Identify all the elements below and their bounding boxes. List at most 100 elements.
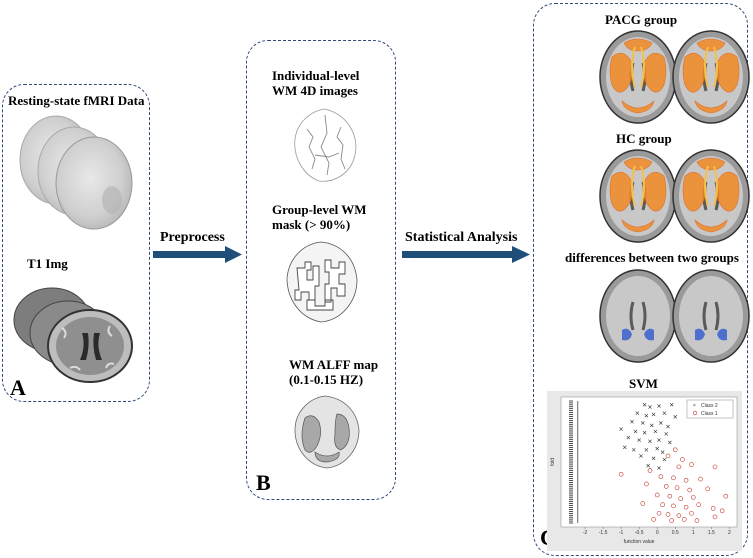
alff-map-title: WM ALFF map (0.1-0.15 HZ) [289,357,379,387]
svm-y-label: fold [550,458,556,466]
svm-point-class-2 [657,438,661,442]
svm-point-class-1 [665,453,671,459]
individual-wm-title: Individual-level WM 4D images [272,68,360,98]
svm-point-class-2 [648,405,652,409]
svm-point-class-2 [662,411,667,416]
svm-point-class-1 [644,481,649,487]
svm-point-class-2 [649,423,654,428]
svm-point-class-2 [648,439,652,444]
pacg-brain-right [672,30,750,124]
fmri-slices-image [19,115,133,230]
statistical-analysis-label: Statistical Analysis [405,230,518,245]
svg-text:×: × [693,403,696,409]
svm-point-class-2 [653,429,658,434]
svm-point-class-1 [681,517,687,522]
svm-point-class-1 [663,484,669,489]
pacg-group-title: PACG group [605,12,678,27]
svm-point-class-1 [696,502,702,507]
svm-point-class-1 [667,493,673,499]
panel-c [533,3,748,556]
svm-point-class-1 [656,510,662,516]
panel-b [246,40,396,500]
svm-point-class-1 [658,474,664,479]
svm-point-class-1 [705,486,711,492]
svm-point-class-1 [660,502,665,507]
diff-brain-right [672,269,750,363]
panel-a [2,84,150,402]
svm-x-tick: -0.5 [635,530,644,536]
svm-point-class-1 [694,518,700,523]
svm-point-class-1 [691,495,696,500]
differences-title: differences between two groups [565,250,739,265]
preprocess-arrow [153,246,242,263]
fmri-title: Resting-state fMRI Data [8,93,145,108]
svm-point-class-2 [651,412,656,417]
svm-x-tick: -2 [583,530,588,536]
individual-wm-image [294,108,357,182]
svm-point-class-2 [666,424,670,429]
legend-class-1: Class 1 [701,411,718,417]
svm-point-class-2 [657,404,661,408]
svm-point-class-2 [662,457,667,462]
svm-point-class-2 [633,429,638,434]
svm-point-class-1 [665,512,671,517]
svm-point-class-1 [689,510,694,516]
brain-maps [599,30,750,363]
svm-point-class-1 [719,508,725,514]
svm-point-class-2 [635,411,640,416]
t1-slices-image [13,287,133,383]
svm-point-class-2 [673,415,678,419]
svm-x-tick: 1 [692,530,695,536]
svm-point-class-2 [630,419,634,424]
panel-a-letter: A [10,375,26,400]
hc-brain-left [599,149,677,243]
svm-point-class-1 [689,462,694,467]
svm-title: SVM [629,376,658,391]
statistical-analysis-arrow [402,246,530,263]
svm-x-tick: 0.5 [672,530,679,536]
svm-point-class-1 [671,475,676,481]
svm-point-class-1 [680,457,685,462]
hc-brain-right [672,149,750,243]
svm-point-class-1 [671,503,676,509]
svm-point-class-2 [642,402,647,407]
group-wm-mask-image [286,241,358,323]
svm-point-class-1 [618,471,624,477]
svm-point-class-1 [672,447,678,453]
svm-point-class-2 [626,435,631,440]
svm-point-class-2 [664,432,669,436]
hc-group-title: HC group [616,131,672,146]
svm-point-class-2 [646,463,651,468]
svm-point-class-2 [622,445,627,450]
svm-point-class-1 [678,496,683,501]
svm-point-class-1 [683,504,689,510]
pacg-brain-left [599,30,677,124]
svm-point-class-2 [619,427,623,431]
svm-point-class-2 [651,456,656,461]
svm-legend: × Class 2 Class 1 [686,399,734,419]
diff-brain-left [599,269,677,363]
svm-point-class-2 [640,421,645,425]
svm-point-class-1 [674,485,680,490]
svm-point-class-1 [640,501,646,506]
svm-x-label: function value [624,539,655,545]
svm-point-class-1 [712,514,718,520]
svm-point-class-1 [654,492,660,498]
svm-point-class-2 [644,447,649,452]
svm-x-tick: -1 [619,530,624,536]
svm-point-class-1 [669,518,674,523]
svm-x-tick: 0 [656,530,659,536]
svm-point-class-2 [660,450,665,455]
svm-point-class-2 [642,430,647,435]
preprocess-label: Preprocess [160,230,225,245]
svm-point-class-1 [647,468,653,473]
group-wm-title: Group-level WM mask (> 90%) [272,202,367,232]
svm-point-class-1 [651,517,656,522]
svm-point-class-1 [723,493,729,499]
svm-point-class-1 [683,478,689,483]
svm-point-class-2 [669,402,674,407]
svm-point-class-1 [698,476,703,482]
svm-point-class-2 [657,466,661,470]
svm-x-tick: -1.5 [599,530,608,536]
